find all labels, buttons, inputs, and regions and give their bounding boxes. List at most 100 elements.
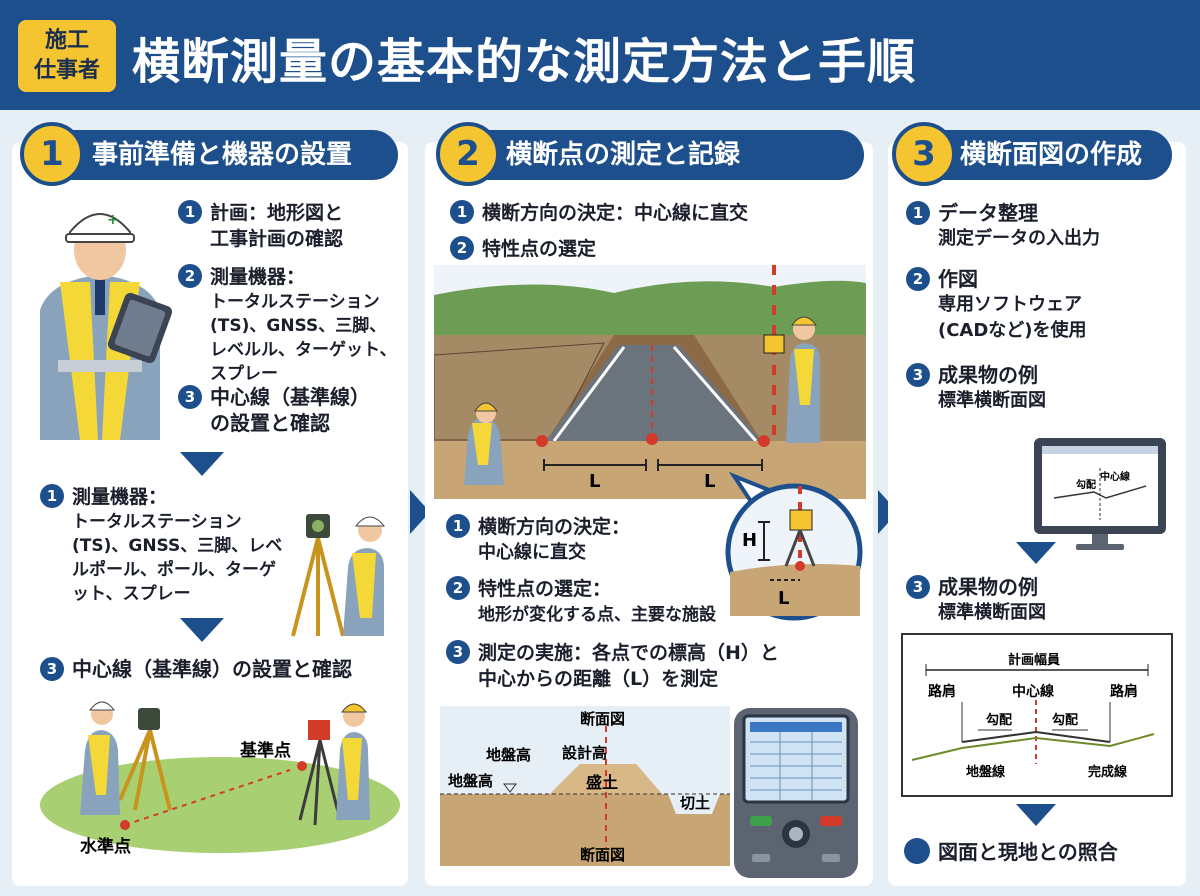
road-cross-section-scene: L L — [434, 265, 866, 499]
section-top-label: 断面図 — [580, 710, 625, 728]
bm-point-label: 水準点 — [80, 836, 131, 857]
panel-2-header: 横断点の測定と記録 — [448, 130, 864, 180]
p1-item-b1-head: 測量機器： — [72, 486, 168, 508]
surveyor-tripod-illustration — [291, 514, 386, 637]
p3-item-2-sub: 専用ソフトウェア(CADなど)を使用 — [938, 294, 1087, 341]
data-collector-device — [734, 708, 858, 878]
design-height-label: 設計高 — [562, 744, 607, 762]
down-arrow-2 — [180, 618, 224, 642]
slope-right-label: 勾配 — [1052, 712, 1078, 728]
monitor-center-label: 中心線 — [1100, 470, 1130, 483]
p1-item-3-num: 3 — [178, 385, 202, 409]
section-bottom-label: 断面図 — [580, 846, 625, 864]
p2-top-item-2: 2 特性点の選定 — [450, 236, 596, 262]
final-step-text: 図面と現地との照合 — [938, 840, 1118, 864]
p2-item-2-num: 2 — [446, 576, 470, 600]
p3-item-4-sub: 標準横断面図 — [938, 602, 1046, 623]
down-arrow-1 — [180, 452, 224, 476]
fill-label: 盛土 — [586, 773, 618, 792]
badge-line1: 施工 — [44, 28, 89, 53]
p3-item-4-head: 成果物の例 — [938, 575, 1038, 599]
L-detail-label: L — [778, 588, 789, 609]
p2-item-1: 1 横断方向の決定： 中心線に直交 — [446, 514, 630, 566]
p2-item-1-sub: 中心線に直交 — [478, 542, 586, 563]
badge: 施工仕事者 — [18, 20, 116, 92]
p3-item-2-head: 作図 — [938, 267, 978, 291]
p2-top-item-1-text: 横断方向の決定：中心線に直交 — [482, 202, 749, 224]
plan-width-label: 計画幅員 — [1008, 652, 1060, 668]
p1-item-b3: 3 中心線（基準線）の設置と確認 — [40, 656, 352, 682]
H-label: H — [742, 530, 757, 551]
worker-tablet-illustration: + — [40, 212, 173, 440]
p3-item-2: 2 作図専用ソフトウェア(CADなど)を使用 — [906, 266, 1106, 344]
p3-item-1-sub: 測定データの入出力 — [938, 228, 1100, 249]
p3-item-4-num: 3 — [906, 575, 930, 599]
panel-2-number: 2 — [436, 122, 500, 186]
badge-line2: 仕事者 — [33, 58, 100, 83]
p2-item-3-num: 3 — [446, 640, 470, 664]
center-line-label: 中心線 — [1012, 683, 1054, 700]
p1-item-b1-sub: トータルステーション(TS)、GNSS、三脚、レベルポール、ポール、ターゲット、… — [72, 512, 283, 604]
ground-line-label: 地盤線 — [966, 764, 1006, 780]
header: 施工仕事者 横断測量の基本的な測定方法と手順 — [0, 0, 1200, 110]
standard-section-drawing: 計画幅員 路肩 中心線 路肩 勾配 勾配 地盤線 完成線 — [901, 633, 1173, 797]
p1-item-b3-num: 3 — [40, 657, 64, 681]
panel-3-number: 3 — [892, 122, 956, 186]
p1-item-2-head: 測量機器： — [210, 266, 306, 288]
p2-item-2: 2 特性点の選定： 地形が変化する点、主要な施設 — [446, 576, 716, 628]
p1-item-1-num: 1 — [178, 200, 202, 224]
monitor-slope-label: 勾配 — [1076, 478, 1096, 491]
L-label-left: L — [589, 471, 600, 492]
p1-item-3-head: 中心線（基準線） — [210, 385, 370, 409]
p3-item-3: 3 成果物の例標準横断面図 — [906, 362, 1046, 414]
final-step-bullet — [904, 838, 930, 864]
panel-3-title: 横断面図の作成 — [960, 140, 1143, 170]
p2-item-2-sub: 地形が変化する点、主要な施設 — [478, 605, 716, 625]
p2-item-3: 3 測定の実施：各点での標高（H）と中心からの距離（L）を測定 — [446, 640, 866, 692]
p1-item-b3-head: 中心線（基準線）の設置と確認 — [72, 657, 352, 681]
slope-left-label: 勾配 — [986, 712, 1012, 728]
p3-item-3-sub: 標準横断面図 — [938, 390, 1046, 411]
p3-item-3-num: 3 — [906, 363, 930, 387]
svg-text:+: + — [107, 212, 119, 228]
panel-1-number: 1 — [20, 122, 84, 186]
p1-item-b1-num: 1 — [40, 484, 64, 508]
shoulder-left-label: 路肩 — [928, 683, 956, 700]
cad-monitor-illustration: 中心線 勾配 — [1034, 438, 1166, 550]
p1-item-2-sub: トータルステーション(TS)、GNSS、三脚、レベルル、ターゲット、スプレー — [210, 292, 397, 384]
down-arrow-3 — [1016, 542, 1056, 564]
section-drawing: 断面図 断面図 地盤高 地盤高 設計高 盛土 切土 — [440, 706, 730, 866]
page-title: 横断測量の基本的な測定方法と手順 — [132, 34, 917, 90]
p2-item-3-head: 測定の実施：各点での標高（H）と — [478, 642, 779, 664]
down-arrow-4 — [1016, 804, 1056, 826]
field-setup-illustration: 基準点 水準点 — [40, 701, 400, 857]
p3-item-4: 3 成果物の例標準横断面図 — [906, 574, 1046, 626]
p2-item-1-num: 1 — [446, 514, 470, 538]
ground-height-label-2: 地盤高 — [448, 772, 493, 790]
p1-item-1-head: 計画：地形図と — [210, 202, 344, 224]
p3-item-1-head: データ整理 — [938, 201, 1038, 225]
p2-top-item-2-num: 2 — [450, 236, 474, 260]
p2-item-1-head: 横断方向の決定： — [478, 516, 631, 538]
ref-point-label: 基準点 — [239, 740, 291, 761]
p1-item-b1: 1 測量機器： トータルステーション(TS)、GNSS、三脚、レベルポール、ポール、… — [40, 484, 340, 606]
panel-1-title: 事前準備と機器の設置 — [92, 140, 353, 170]
p2-item-2-head: 特性点の選定： — [478, 578, 612, 600]
measurement-detail-magnifier: H L — [725, 471, 863, 621]
panel-1-header: 事前準備と機器の設置 — [40, 130, 398, 180]
p1-item-3-sub: の設置と確認 — [210, 411, 330, 435]
cut-label: 切土 — [680, 794, 710, 812]
p3-item-2-num: 2 — [906, 267, 930, 291]
p2-top-item-1-num: 1 — [450, 200, 474, 224]
L-label-right: L — [704, 471, 715, 492]
p2-top-item-1: 1 横断方向の決定：中心線に直交 — [450, 200, 748, 226]
p3-item-3-head: 成果物の例 — [938, 363, 1038, 387]
p1-item-2-num: 2 — [178, 264, 202, 288]
p1-item-2: 2 測量機器： トータルステーション(TS)、GNSS、三脚、レベルル、ターゲット、… — [178, 264, 403, 386]
p2-item-3-sub: 中心からの距離（L）を測定 — [478, 668, 719, 690]
p2-top-item-2-text: 特性点の選定 — [482, 238, 597, 260]
finish-line-label: 完成線 — [1088, 764, 1128, 780]
p1-item-3: 3 中心線（基準線）の設置と確認 — [178, 384, 370, 436]
